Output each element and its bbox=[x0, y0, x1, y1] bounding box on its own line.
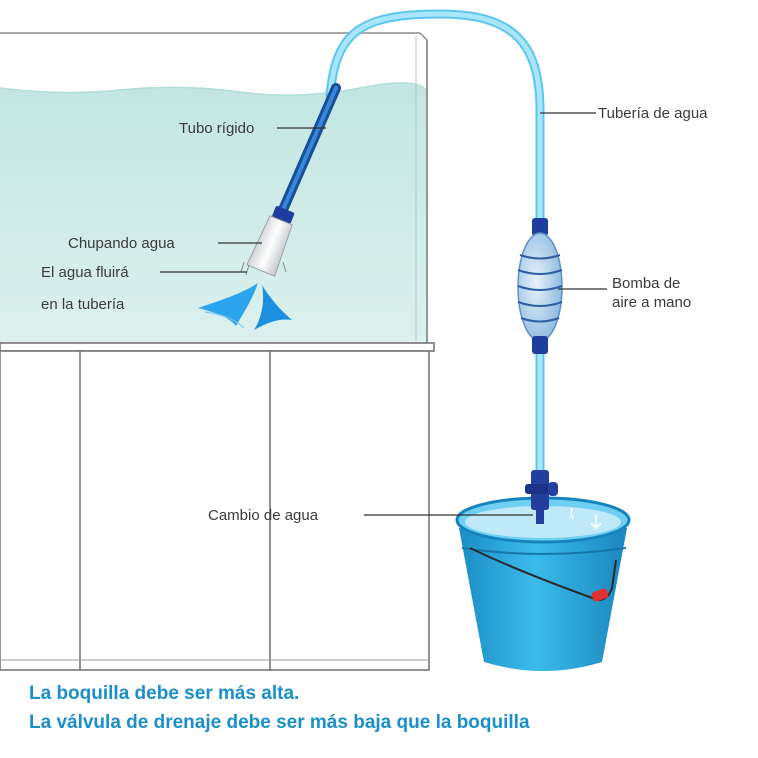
water-drop bbox=[570, 507, 574, 520]
nozzle-cap bbox=[272, 206, 295, 224]
water-splash-right bbox=[254, 285, 292, 330]
label-chupando-agua: Chupando agua bbox=[68, 235, 175, 252]
bucket-body bbox=[459, 528, 627, 671]
cabinet-body bbox=[0, 350, 430, 671]
note-valvula-baja: La válvula de drenaje debe ser más baja … bbox=[29, 712, 530, 733]
note-boquilla-alta: La boquilla debe ser más alta. bbox=[29, 683, 300, 704]
tank-corner bbox=[419, 32, 428, 41]
label-tuberia-agua: Tubería de agua bbox=[598, 105, 708, 122]
drain-valve bbox=[525, 470, 558, 524]
cabinet-top bbox=[0, 342, 435, 352]
cabinet bbox=[0, 342, 435, 671]
water-hose bbox=[325, 9, 545, 475]
label-agua-fluira-line2: en la tubería bbox=[41, 296, 125, 313]
bucket-band bbox=[461, 547, 627, 555]
valve-spout bbox=[536, 510, 544, 524]
aquarium-tank bbox=[0, 32, 428, 343]
pump-ribs bbox=[517, 254, 563, 323]
label-bomba-line2: aire a mano bbox=[612, 294, 691, 311]
rigid-tube-highlight bbox=[280, 86, 338, 214]
valve-lever bbox=[525, 484, 555, 494]
water-surface bbox=[0, 82, 428, 96]
bucket-handle bbox=[469, 547, 599, 601]
label-cambio-agua: Cambio de agua bbox=[208, 507, 319, 524]
nozzle bbox=[246, 206, 295, 277]
splash-line bbox=[204, 311, 245, 329]
label-tubo-rigido: Tubo rígido bbox=[179, 120, 254, 137]
hand-air-pump bbox=[517, 218, 563, 354]
hose-inner bbox=[327, 11, 543, 473]
pump-top-cap bbox=[532, 218, 548, 236]
bucket-handle-grip bbox=[591, 588, 609, 602]
water-splash-left bbox=[198, 283, 258, 326]
rigid-tube-assembly bbox=[198, 83, 341, 330]
water-flow-arrow bbox=[590, 514, 602, 530]
label-bomba-line1: Bomba de bbox=[612, 275, 680, 292]
nozzle-body bbox=[246, 215, 293, 277]
tank-water bbox=[0, 82, 427, 343]
label-agua-fluira-line1: El agua fluirá bbox=[41, 264, 129, 281]
valve-knob bbox=[548, 482, 558, 496]
pump-bottom-cap bbox=[532, 336, 548, 354]
pump-bulb bbox=[517, 232, 563, 342]
suction-lines bbox=[240, 261, 287, 276]
